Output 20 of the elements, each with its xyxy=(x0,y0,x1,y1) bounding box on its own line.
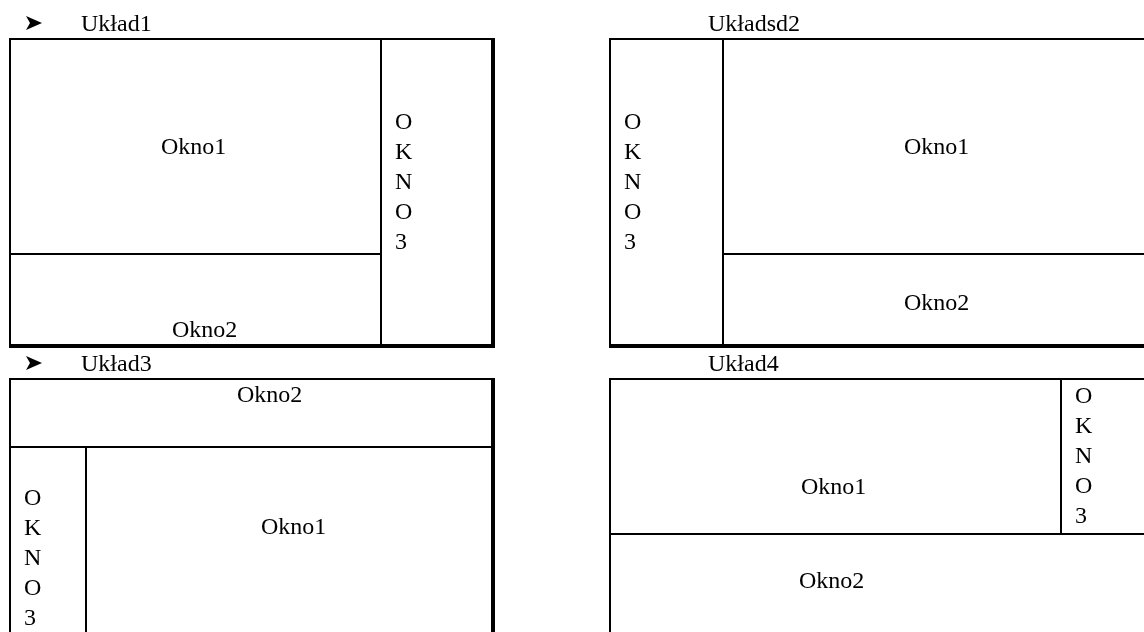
window-label: Okno2 xyxy=(904,288,970,316)
layout-frame xyxy=(9,38,493,346)
vertical-window-label: O K N O 3 xyxy=(624,107,643,256)
window-panel xyxy=(380,38,495,348)
layout-title: Układ1 xyxy=(81,9,152,37)
window-label: Okno1 xyxy=(261,512,327,540)
window-label: Okno1 xyxy=(801,472,867,500)
layout-frame xyxy=(9,378,493,632)
window-label: Okno1 xyxy=(161,132,227,160)
layout-frame xyxy=(609,38,1144,346)
window-label: Okno1 xyxy=(904,132,970,160)
layout-title: Układsd2 xyxy=(708,9,800,37)
vertical-window-label: O K N O 3 xyxy=(395,107,414,256)
vertical-window-label: O K N O 3 xyxy=(1075,381,1094,530)
window-label: Okno2 xyxy=(799,566,865,594)
layout-title: Układ3 xyxy=(81,349,152,377)
window-label: Okno2 xyxy=(237,380,303,408)
layout-title: Układ4 xyxy=(708,349,779,377)
window-label: Okno2 xyxy=(172,315,238,343)
vertical-window-label: O K N O 3 xyxy=(24,483,43,632)
